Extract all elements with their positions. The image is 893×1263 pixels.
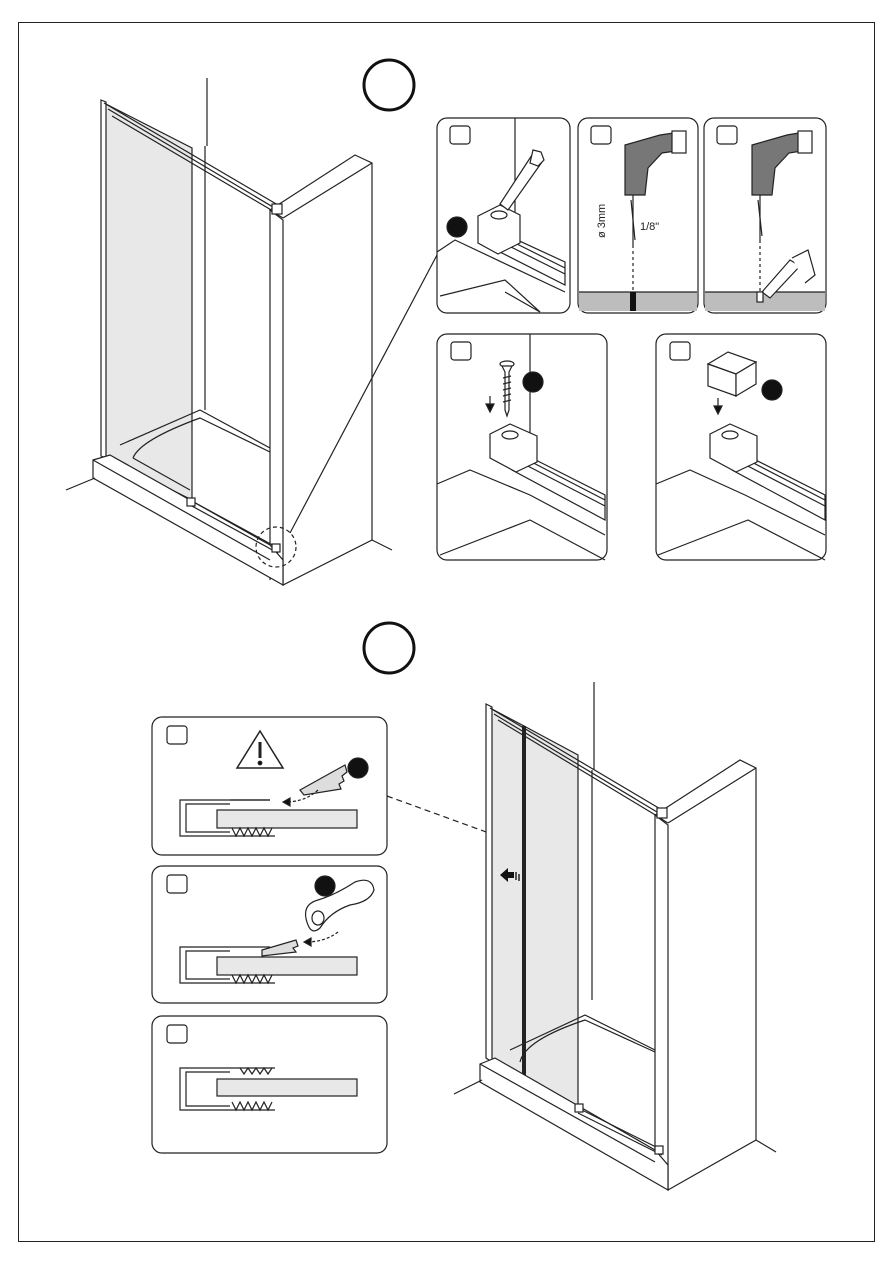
panel-seal-press xyxy=(152,866,387,1003)
panel-seal-hole xyxy=(704,118,826,313)
panel-remove-cap xyxy=(437,118,570,313)
drill-inch-label: 1/8" xyxy=(640,221,659,233)
step-badge xyxy=(762,380,782,400)
step-badge xyxy=(523,372,543,392)
panel-drill-hole: ø 3mm 1/8" xyxy=(578,118,698,313)
panel-seal-warning xyxy=(152,717,387,855)
step-2-marker xyxy=(364,623,414,673)
shower-enclosure-bottom xyxy=(387,682,776,1190)
drill-diameter-label: ø 3mm xyxy=(596,204,608,238)
step-badge xyxy=(348,758,368,778)
panel-insert-screw xyxy=(437,334,607,560)
panel-fit-cap xyxy=(656,334,826,560)
panel-seal-done xyxy=(152,1016,387,1153)
step-badge xyxy=(447,217,467,237)
step-badge xyxy=(315,876,335,896)
shower-enclosure-top xyxy=(66,78,437,585)
step-1-marker xyxy=(364,60,414,110)
